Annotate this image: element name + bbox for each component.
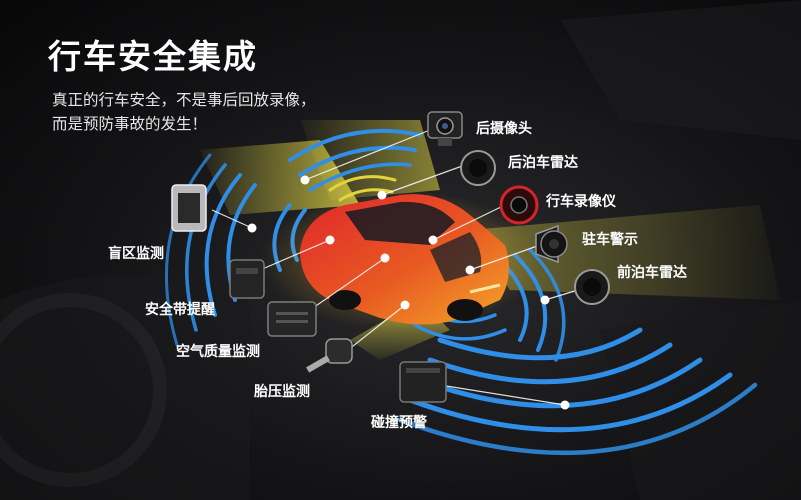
label-rear-parking-radar: 后泊车雷达 bbox=[508, 155, 578, 171]
control-box-icon bbox=[229, 259, 265, 299]
alarm-speaker-icon bbox=[535, 224, 568, 264]
parking-sensor-icon bbox=[574, 269, 610, 305]
leader-dots bbox=[247, 175, 570, 410]
car-illustration bbox=[260, 190, 540, 330]
label-front-parking-radar: 前泊车雷达 bbox=[617, 265, 687, 281]
parking-sensor-icon bbox=[460, 150, 496, 186]
air-sensor-icon bbox=[267, 301, 317, 337]
label-rear-camera: 后摄像头 bbox=[476, 121, 532, 137]
leader-lines bbox=[211, 129, 579, 406]
label-tire-pressure: 胎压监测 bbox=[254, 384, 310, 400]
label-seatbelt-reminder: 安全带提醒 bbox=[145, 302, 215, 318]
subtitle-line-1: 真正的行车安全，不是事后回放录像， bbox=[52, 91, 316, 109]
radar-module-icon bbox=[171, 184, 207, 232]
subtitle-line-2: 而是预防事故的发生！ bbox=[52, 115, 208, 133]
tire-valve-sensor-icon bbox=[306, 338, 353, 373]
rear-camera-icon bbox=[427, 111, 463, 146]
page-subtitle: 真正的行车安全，不是事后回放录像， 而是预防事故的发生！ bbox=[52, 88, 316, 136]
page-title: 行车安全集成 bbox=[48, 37, 258, 76]
dashcam-icon bbox=[499, 185, 539, 225]
label-dash-recorder: 行车录像仪 bbox=[546, 194, 616, 210]
label-parking-alarm: 驻车警示 bbox=[582, 232, 638, 248]
label-collision-warning: 碰撞预警 bbox=[371, 415, 427, 431]
collision-module-icon bbox=[399, 361, 447, 403]
label-air-quality: 空气质量监测 bbox=[176, 344, 260, 360]
label-blind-spot: 盲区监测 bbox=[108, 246, 164, 262]
